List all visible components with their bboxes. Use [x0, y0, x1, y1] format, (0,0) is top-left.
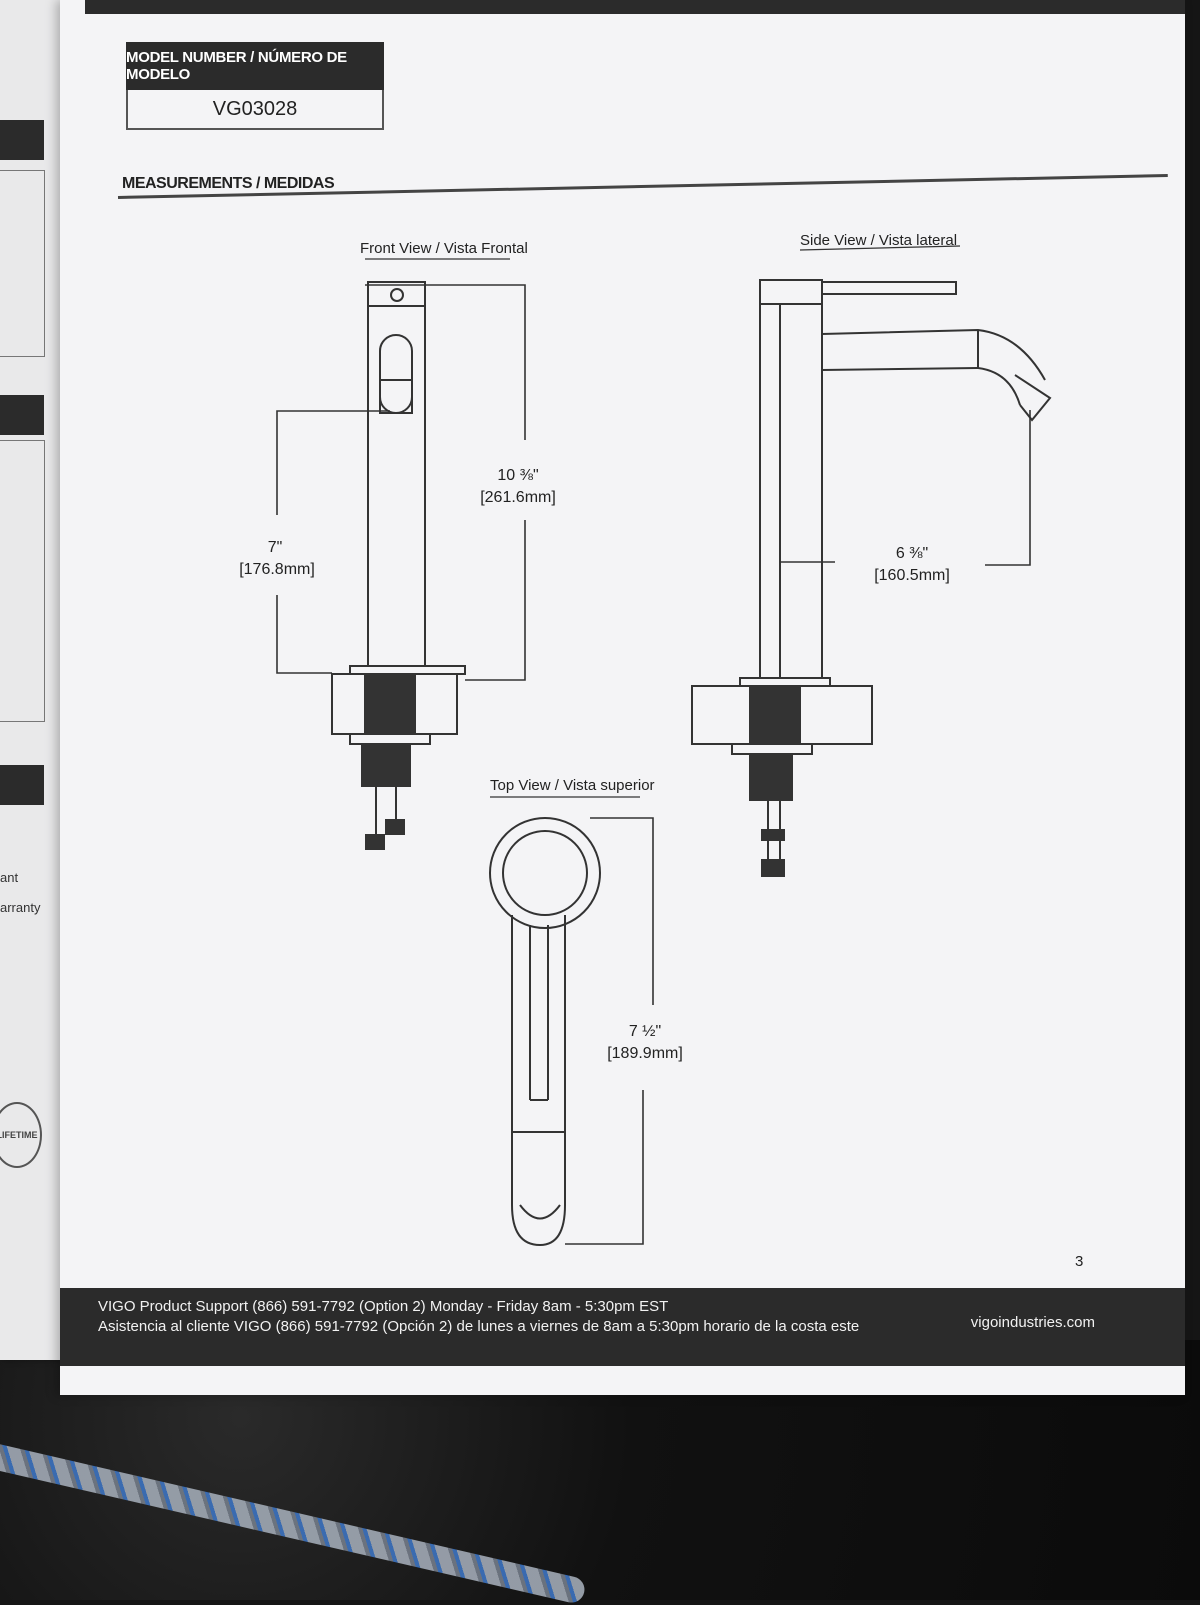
- top-dark-strip: [85, 0, 1185, 14]
- underlying-box: [0, 170, 45, 357]
- top-length-dim-in: 7 ½": [629, 1023, 661, 1040]
- side-view-title: Side View / Vista lateral: [800, 232, 957, 249]
- faucet-drawings: Front View / Vista Frontal 10 ⅜" [261.6m…: [239, 232, 1052, 1247]
- front-height-dim-mm: [261.6mm]: [480, 489, 556, 506]
- underlying-text: arranty: [0, 900, 41, 915]
- model-number-header: MODEL NUMBER / NÚMERO DE MODELO: [126, 42, 384, 90]
- underlying-text: ant: [0, 870, 19, 885]
- underlying-header-bar: [0, 395, 44, 435]
- front-view-drawing: [276, 258, 526, 850]
- footer-bar: VIGO Product Support (866) 591-7792 (Opt…: [60, 1288, 1185, 1366]
- underlying-box: [0, 440, 45, 722]
- front-height-dim-in: 10 ⅜": [497, 467, 538, 484]
- lifetime-warranty-seal: LIFETIME: [0, 1102, 42, 1168]
- model-number-box: MODEL NUMBER / NÚMERO DE MODELO VG03028: [126, 42, 384, 130]
- side-reach-dim-mm: [160.5mm]: [874, 567, 950, 584]
- front-spout-dim-in: 7": [268, 539, 283, 556]
- footer-support-en: VIGO Product Support (866) 591-7792 (Opt…: [98, 1298, 669, 1315]
- underlying-header-bar: [0, 120, 44, 160]
- top-view-drawing: [489, 796, 654, 1247]
- front-view-title: Front View / Vista Frontal: [360, 240, 528, 257]
- footer-website-link[interactable]: vigoindustries.com: [970, 1314, 1095, 1331]
- side-view-drawing: [691, 245, 1052, 877]
- side-reach-dim-in: 6 ⅜": [896, 545, 928, 562]
- front-spout-dim-mm: [176.8mm]: [239, 561, 315, 578]
- top-length-dim-mm: [189.9mm]: [607, 1045, 683, 1062]
- footer-support-es: Asistencia al cliente VIGO (866) 591-779…: [98, 1318, 860, 1335]
- manual-page: MODEL NUMBER / NÚMERO DE MODELO VG03028 …: [60, 0, 1185, 1395]
- model-number-value: VG03028: [126, 90, 384, 130]
- page-number: 3: [1075, 1253, 1084, 1270]
- top-view-title: Top View / Vista superior: [490, 777, 655, 794]
- underlying-header-bar: [0, 765, 44, 805]
- measurements-title: MEASUREMENTS / MEDIDAS: [122, 175, 335, 192]
